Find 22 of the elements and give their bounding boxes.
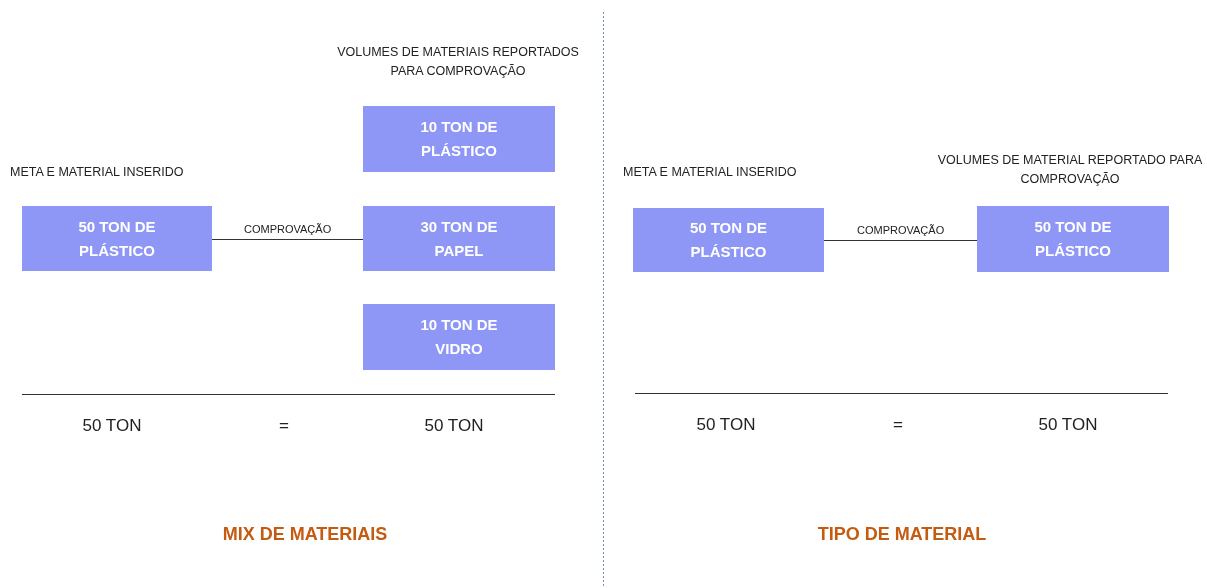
- material-box: 10 TON DE PLÁSTICO: [363, 106, 555, 172]
- material-box: 50 TON DE PLÁSTICO: [633, 208, 824, 272]
- heading-text: META E MATERIAL INSERIDO: [10, 164, 185, 181]
- total-text: 50 TON: [81, 416, 143, 436]
- total-text: 50 TON: [1037, 415, 1099, 435]
- total-text: 50 TON: [423, 416, 485, 436]
- heading-text: VOLUMES DE MATERIAL REPORTADO PARA COMPROVAÇÃO: [936, 152, 1204, 189]
- connector-line: [823, 240, 978, 241]
- section-title: MIX DE MATERIAIS: [221, 524, 389, 545]
- material-box: 50 TON DE PLÁSTICO: [977, 206, 1169, 272]
- material-box: 30 TON DE PAPEL: [363, 206, 555, 271]
- material-box: 10 TON DE VIDRO: [363, 304, 555, 370]
- heading-text: META E MATERIAL INSERIDO: [623, 164, 798, 181]
- equals-sign: =: [278, 416, 290, 436]
- material-box: 50 TON DE PLÁSTICO: [22, 206, 212, 271]
- heading-text: VOLUMES DE MATERIAIS REPORTADOS PARA COMPROVAÇÃO: [336, 44, 580, 81]
- edge-label: COMPROVAÇÃO: [856, 223, 946, 236]
- total-text: 50 TON: [695, 415, 757, 435]
- connector-line: [211, 239, 364, 240]
- equals-sign: =: [892, 415, 904, 435]
- edge-label: COMPROVAÇÃO: [243, 222, 333, 235]
- section-title: TIPO DE MATERIAL: [816, 524, 988, 545]
